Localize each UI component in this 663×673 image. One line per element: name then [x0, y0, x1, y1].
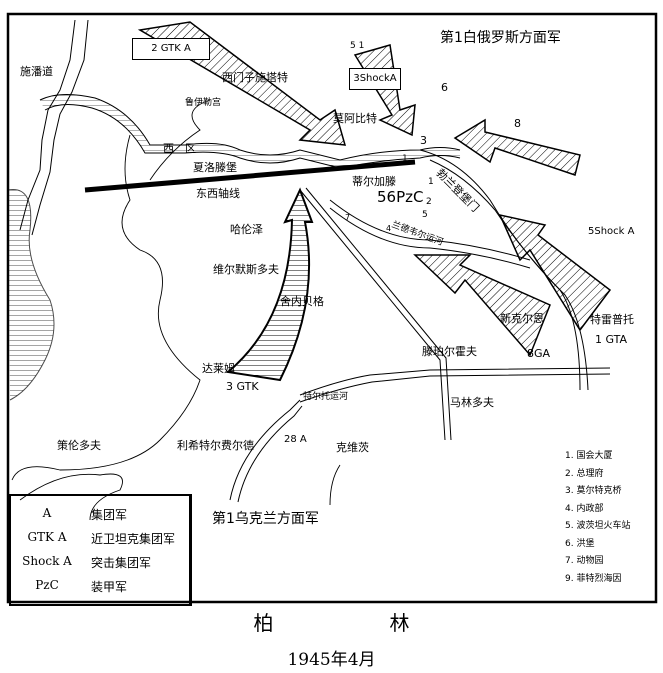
place-wilmersdorf: 维尔默斯多夫: [213, 263, 279, 276]
legend-item: 7. 动物园: [565, 556, 604, 566]
place-steglitz: 克维茨: [336, 441, 369, 454]
marker-4: 4: [386, 224, 392, 233]
legend-item: 2. 总理府: [565, 468, 604, 479]
east-west-axis-line: [84, 159, 416, 193]
army-box-2gtka: 2 GTK A: [132, 38, 210, 60]
place-schoeneberg: 舍内贝格: [280, 295, 324, 308]
army-label-56pzc: 56PzC: [377, 188, 424, 206]
marker-6: 6: [441, 81, 448, 94]
marker-1b: 1: [428, 177, 434, 187]
map-title: 柏 林: [253, 611, 458, 635]
place-charlottenburg: 夏洛滕堡: [193, 161, 237, 174]
place-zehlendorf: 策伦多夫: [57, 439, 101, 452]
map-frame: [6, 12, 658, 604]
legend-item: 5. 波茨坦火车站: [565, 521, 631, 531]
arrow-3gtk: [225, 187, 314, 382]
spree-hatch: [40, 94, 460, 168]
place-dahlem: 达莱姆: [202, 362, 235, 375]
marker-7: 7: [345, 213, 351, 222]
place-siemensstadt: 西门子施塔特: [222, 71, 288, 84]
map-date: 1945年4月: [287, 650, 376, 670]
army-label-5: 5 1: [350, 41, 365, 51]
legend-item: 9. 菲特烈海因: [565, 573, 622, 584]
marker-3: 3: [420, 134, 427, 147]
place-neukoelln: 新克尔恩: [500, 312, 544, 325]
arrow-5shocka: [453, 118, 581, 176]
place-mariendorf: 马林多夫: [450, 396, 494, 409]
place-ruhleben: 鲁伊勒宫: [185, 98, 222, 108]
army-label-28a: 28 A: [284, 434, 307, 445]
marker-2: 2: [426, 197, 432, 207]
legend-item: 6. 洪堡: [565, 538, 595, 549]
place-moabit: 莫阿比特: [333, 112, 377, 125]
front-south-label: 第1乌克兰方面军: [212, 511, 319, 527]
marker-1: 1: [402, 154, 408, 164]
havel-west-shore: [7, 189, 55, 401]
place-tiergarten: 蒂尔加滕: [352, 175, 396, 188]
legend-item: 4. 内政部: [565, 503, 604, 514]
place-west: 西 区: [163, 142, 196, 155]
place-spandau: 施潘道: [20, 65, 53, 78]
army-label-5shocka: 5Shock A: [588, 226, 635, 237]
place-teltow-canal: 特尔托运河: [303, 392, 349, 402]
place-legend: 1. 国会大厦 2. 总理府 3. 莫尔特克桥 4. 内政部 5. 波茨坦火车站…: [565, 448, 630, 588]
marker-8: 8: [514, 117, 521, 130]
army-box-3shocka: 3ShockA: [349, 68, 401, 90]
place-axis: 东西轴线: [196, 187, 240, 200]
marker-5: 5: [422, 210, 428, 220]
place-tempelhof: 滕珀尔霍夫: [422, 345, 477, 358]
army-label-3gtk: 3 GTK: [226, 380, 259, 393]
legend-item: 3. 莫尔特克桥: [565, 486, 622, 496]
place-lichterfelde: 利希特尔费尔德: [177, 439, 254, 452]
place-treptow: 特雷普托: [590, 313, 634, 326]
arrow-8ga: [413, 254, 551, 357]
place-halensee: 哈伦泽: [230, 223, 263, 236]
front-north-label: 第1白俄罗斯方面军: [440, 30, 561, 46]
arrow-1gta: [498, 213, 612, 332]
legend-item: 1. 国会大厦: [565, 451, 613, 461]
army-label-8ga: 8GA: [527, 347, 551, 360]
army-label-1gta: 1 GTA: [595, 333, 628, 346]
arrow-3shocka: [353, 44, 416, 137]
